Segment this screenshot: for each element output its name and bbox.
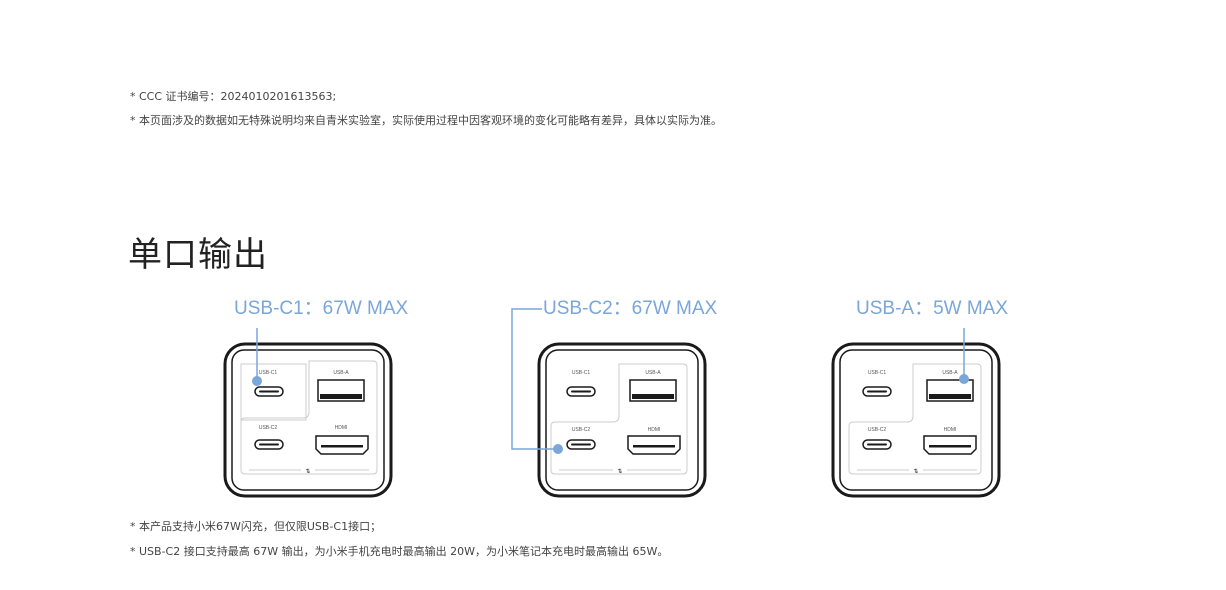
charger-front-illustration-usb-c1: USB-C1 USB-A USB-C2 HDMI ⇅ bbox=[223, 342, 393, 498]
hdmi-port bbox=[923, 435, 977, 455]
port-label-usb-a: USB-A bbox=[942, 370, 958, 376]
usb-a-port bbox=[629, 379, 677, 402]
usb-c2-port bbox=[254, 439, 284, 450]
usb-c2-callout-label: USB-C2：67W MAX bbox=[543, 298, 718, 319]
bottom-mark-icon: ⇅ bbox=[305, 468, 310, 475]
charger-body bbox=[831, 342, 1001, 498]
port-label-usb-c2: USB-C2 bbox=[259, 425, 278, 431]
port-label-usb-c1: USB-C1 bbox=[868, 370, 887, 376]
port-label-usb-c2: USB-C2 bbox=[572, 427, 591, 433]
section-title: 单口输出 bbox=[128, 235, 268, 276]
port-label-hdmi: HDMI bbox=[944, 427, 957, 433]
ccc-certificate-note: * CCC 证书编号：2024010201613563; bbox=[130, 90, 337, 103]
charger-body bbox=[223, 342, 393, 498]
charger-front-illustration-usb-c2: USB-C1 USB-A USB-C2 HDMI ⇅ bbox=[537, 342, 707, 498]
port-label-usb-c1: USB-C1 bbox=[572, 370, 591, 376]
port-label-usb-c2: USB-C2 bbox=[868, 427, 887, 433]
bottom-mark-icon: ⇅ bbox=[913, 468, 918, 475]
usb-c1-callout-label: USB-C1：67W MAX bbox=[234, 298, 409, 319]
port-label-usb-a: USB-A bbox=[645, 370, 661, 376]
charger-front-illustration-usb-a: USB-C1 USB-A USB-C2 HDMI ⇅ bbox=[831, 342, 1001, 498]
usb-c2-port bbox=[566, 439, 596, 450]
hdmi-port bbox=[627, 435, 681, 455]
fast-charge-note: * 本产品支持小米67W闪充，但仅限USB-C1接口； bbox=[130, 520, 382, 533]
usb-a-callout-label: USB-A：5W MAX bbox=[856, 298, 1009, 319]
port-panel: USB-C1 USB-A USB-C2 HDMI ⇅ bbox=[240, 360, 378, 475]
port-panel: USB-C1 USB-A USB-C2 HDMI ⇅ bbox=[848, 363, 982, 475]
usb-c1-port bbox=[254, 386, 284, 397]
usb-c2-port bbox=[862, 439, 892, 450]
port-panel: USB-C1 USB-A USB-C2 HDMI ⇅ bbox=[550, 363, 688, 475]
port-label-hdmi: HDMI bbox=[648, 427, 661, 433]
port-label-usb-a: USB-A bbox=[333, 370, 349, 376]
bottom-mark-icon: ⇅ bbox=[617, 468, 622, 475]
port-label-usb-c1: USB-C1 bbox=[259, 370, 278, 376]
usb-c2-output-note: * USB-C2 接口支持最高 67W 输出，为小米手机充电时最高输出 20W，… bbox=[130, 545, 669, 558]
hdmi-port bbox=[315, 435, 369, 455]
usb-c1-port bbox=[566, 386, 596, 397]
usb-a-port bbox=[317, 379, 365, 402]
usb-c1-port bbox=[862, 386, 892, 397]
data-source-note: * 本页面涉及的数据如无特殊说明均来自青米实验室，实际使用过程中因客观环境的变化… bbox=[130, 114, 722, 127]
port-label-hdmi: HDMI bbox=[335, 425, 348, 431]
usb-a-port bbox=[926, 379, 974, 402]
